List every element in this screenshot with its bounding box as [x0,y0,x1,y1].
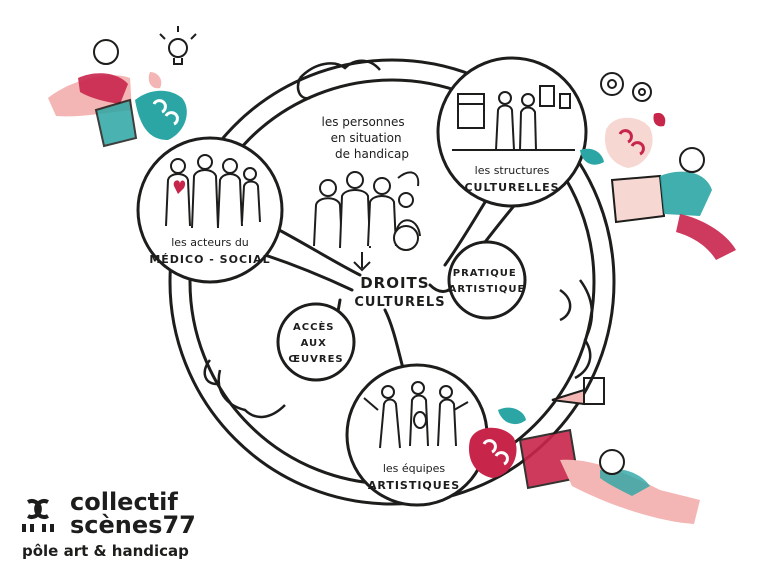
acces-label-line1: ACCÈS [293,320,334,333]
svg-text:MÉDICO - SOCIAL: MÉDICO - SOCIAL [149,253,270,266]
logo-drop-left-icon [135,72,187,140]
arrow-down-icon [353,252,371,272]
svg-text:CULTURELLES: CULTURELLES [464,181,559,194]
logo-line1: collectif [70,488,178,516]
logo-line2: scènes77 [70,511,196,539]
equipes-label-line1: les équipes [383,462,446,475]
svg-text:ARTISTIQUES: ARTISTIQUES [368,479,460,492]
medico-label-line2: MÉDICO - SOCIAL [149,253,270,266]
center-title-line2: CULTURELS [354,295,445,310]
people-label-line3: de handicap [335,147,409,161]
arrow-to-people-icon [397,171,420,187]
node-pratique-artistique: PRATIQUE ARTISTIQUE [447,240,527,320]
svg-text:ACCÈS AUX ŒUVRES: ACCÈS AUX ŒUVRES [288,320,343,365]
medico-label-line1: les acteurs du [171,236,249,249]
artists-figures-icon [363,381,469,449]
structures-label-line2: CULTURELLES [464,181,559,194]
svg-text:les structures: les structures [475,164,550,177]
svg-text:DROITS CULTURELS: DROITS CULTURELS [354,274,445,310]
node-acces-oeuvres: ACCÈS AUX ŒUVRES [276,302,356,382]
svg-text:les personnes en situati: les personnes en situation de handicap [322,115,409,161]
people-label-line2: en situation [331,131,402,145]
camera-icon [551,377,605,406]
pratique-label-line1: PRATIQUE [453,268,517,279]
person-right-box-icon [610,147,736,260]
acces-label-line3: ŒUVRES [288,354,343,365]
person-flying-left-icon [48,39,138,148]
center-people: les personnes en situation de handicap D… [313,115,445,310]
node-structures-culturelles: les structures CULTURELLES [436,56,588,208]
logo-drop-bottom-icon [468,407,526,478]
svg-text:les acteurs du: les acteurs du [171,236,249,249]
svg-text:les équipes: les équipes [383,462,446,475]
logo-mark-icon [22,499,54,532]
acces-label-line2: AUX [301,338,327,349]
equipes-label-line2: ARTISTIQUES [368,479,460,492]
person-flying-bottom-icon [518,428,700,524]
people-label-line1: les personnes [322,115,405,129]
node-medico-social: les acteurs du MÉDICO - SOCIAL [136,136,284,284]
hands-top-icon [296,59,381,100]
lightbulb-icon [159,26,197,65]
structures-label-line1: les structures [475,164,550,177]
svg-text:PRATIQUE ARTISTIQUE: PRATIQUE ARTISTIQUE [449,268,526,295]
people-figures-icon [313,171,421,251]
hands-left-icon [203,359,286,419]
center-title-line1: DROITS [360,274,429,292]
logo-drop-right-icon [580,112,666,168]
node-equipes-artistiques: les équipes ARTISTIQUES [345,363,489,507]
museum-scene-icon [452,85,575,151]
medico-figures-icon [165,154,261,229]
hands-right-icon [559,279,594,380]
collectif-scenes-logo: collectif scènes77 pôle art & handicap [14,490,274,570]
logo-tagline: pôle art & handicap [22,542,189,560]
gears-icon [600,72,652,102]
pratique-label-line2: ARTISTIQUE [449,284,526,295]
